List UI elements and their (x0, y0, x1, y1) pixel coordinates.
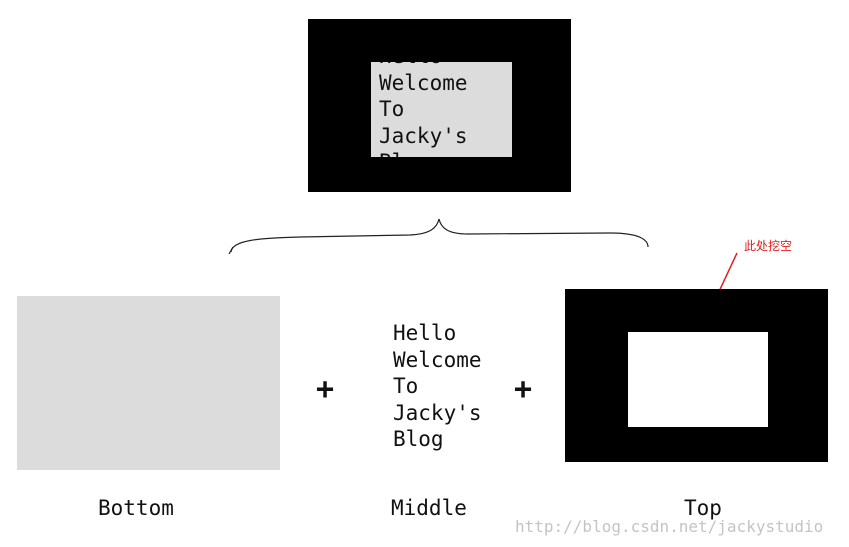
plus-operator-2: + (514, 372, 533, 407)
caption-top: Top (684, 496, 722, 520)
brace-path (230, 218, 649, 253)
watermark: http://blog.csdn.net/jackystudio (515, 517, 824, 536)
middle-text-line: Welcome (393, 347, 482, 372)
composite-text-line: Jacky's (379, 123, 468, 148)
composite-text-line: To (379, 97, 405, 121)
middle-text-line: Blog (393, 427, 444, 451)
annotation-label: 此处挖空 (744, 239, 793, 253)
top-layer-hole (628, 332, 768, 427)
middle-text-line: Hello (393, 321, 457, 345)
composite-text-line: Welcome (379, 70, 468, 95)
bottom-layer (17, 296, 280, 470)
brace-tip-left (228, 246, 234, 255)
plus-operator-1: + (316, 372, 335, 407)
caption-middle: Middle (391, 496, 467, 520)
composite-text-line: Hello (379, 62, 468, 70)
middle-text-line: To (393, 374, 419, 398)
middle-text-line: Jacky's (393, 400, 482, 425)
composite-text-line: Blog (379, 149, 468, 157)
caption-bottom: Bottom (98, 496, 174, 520)
